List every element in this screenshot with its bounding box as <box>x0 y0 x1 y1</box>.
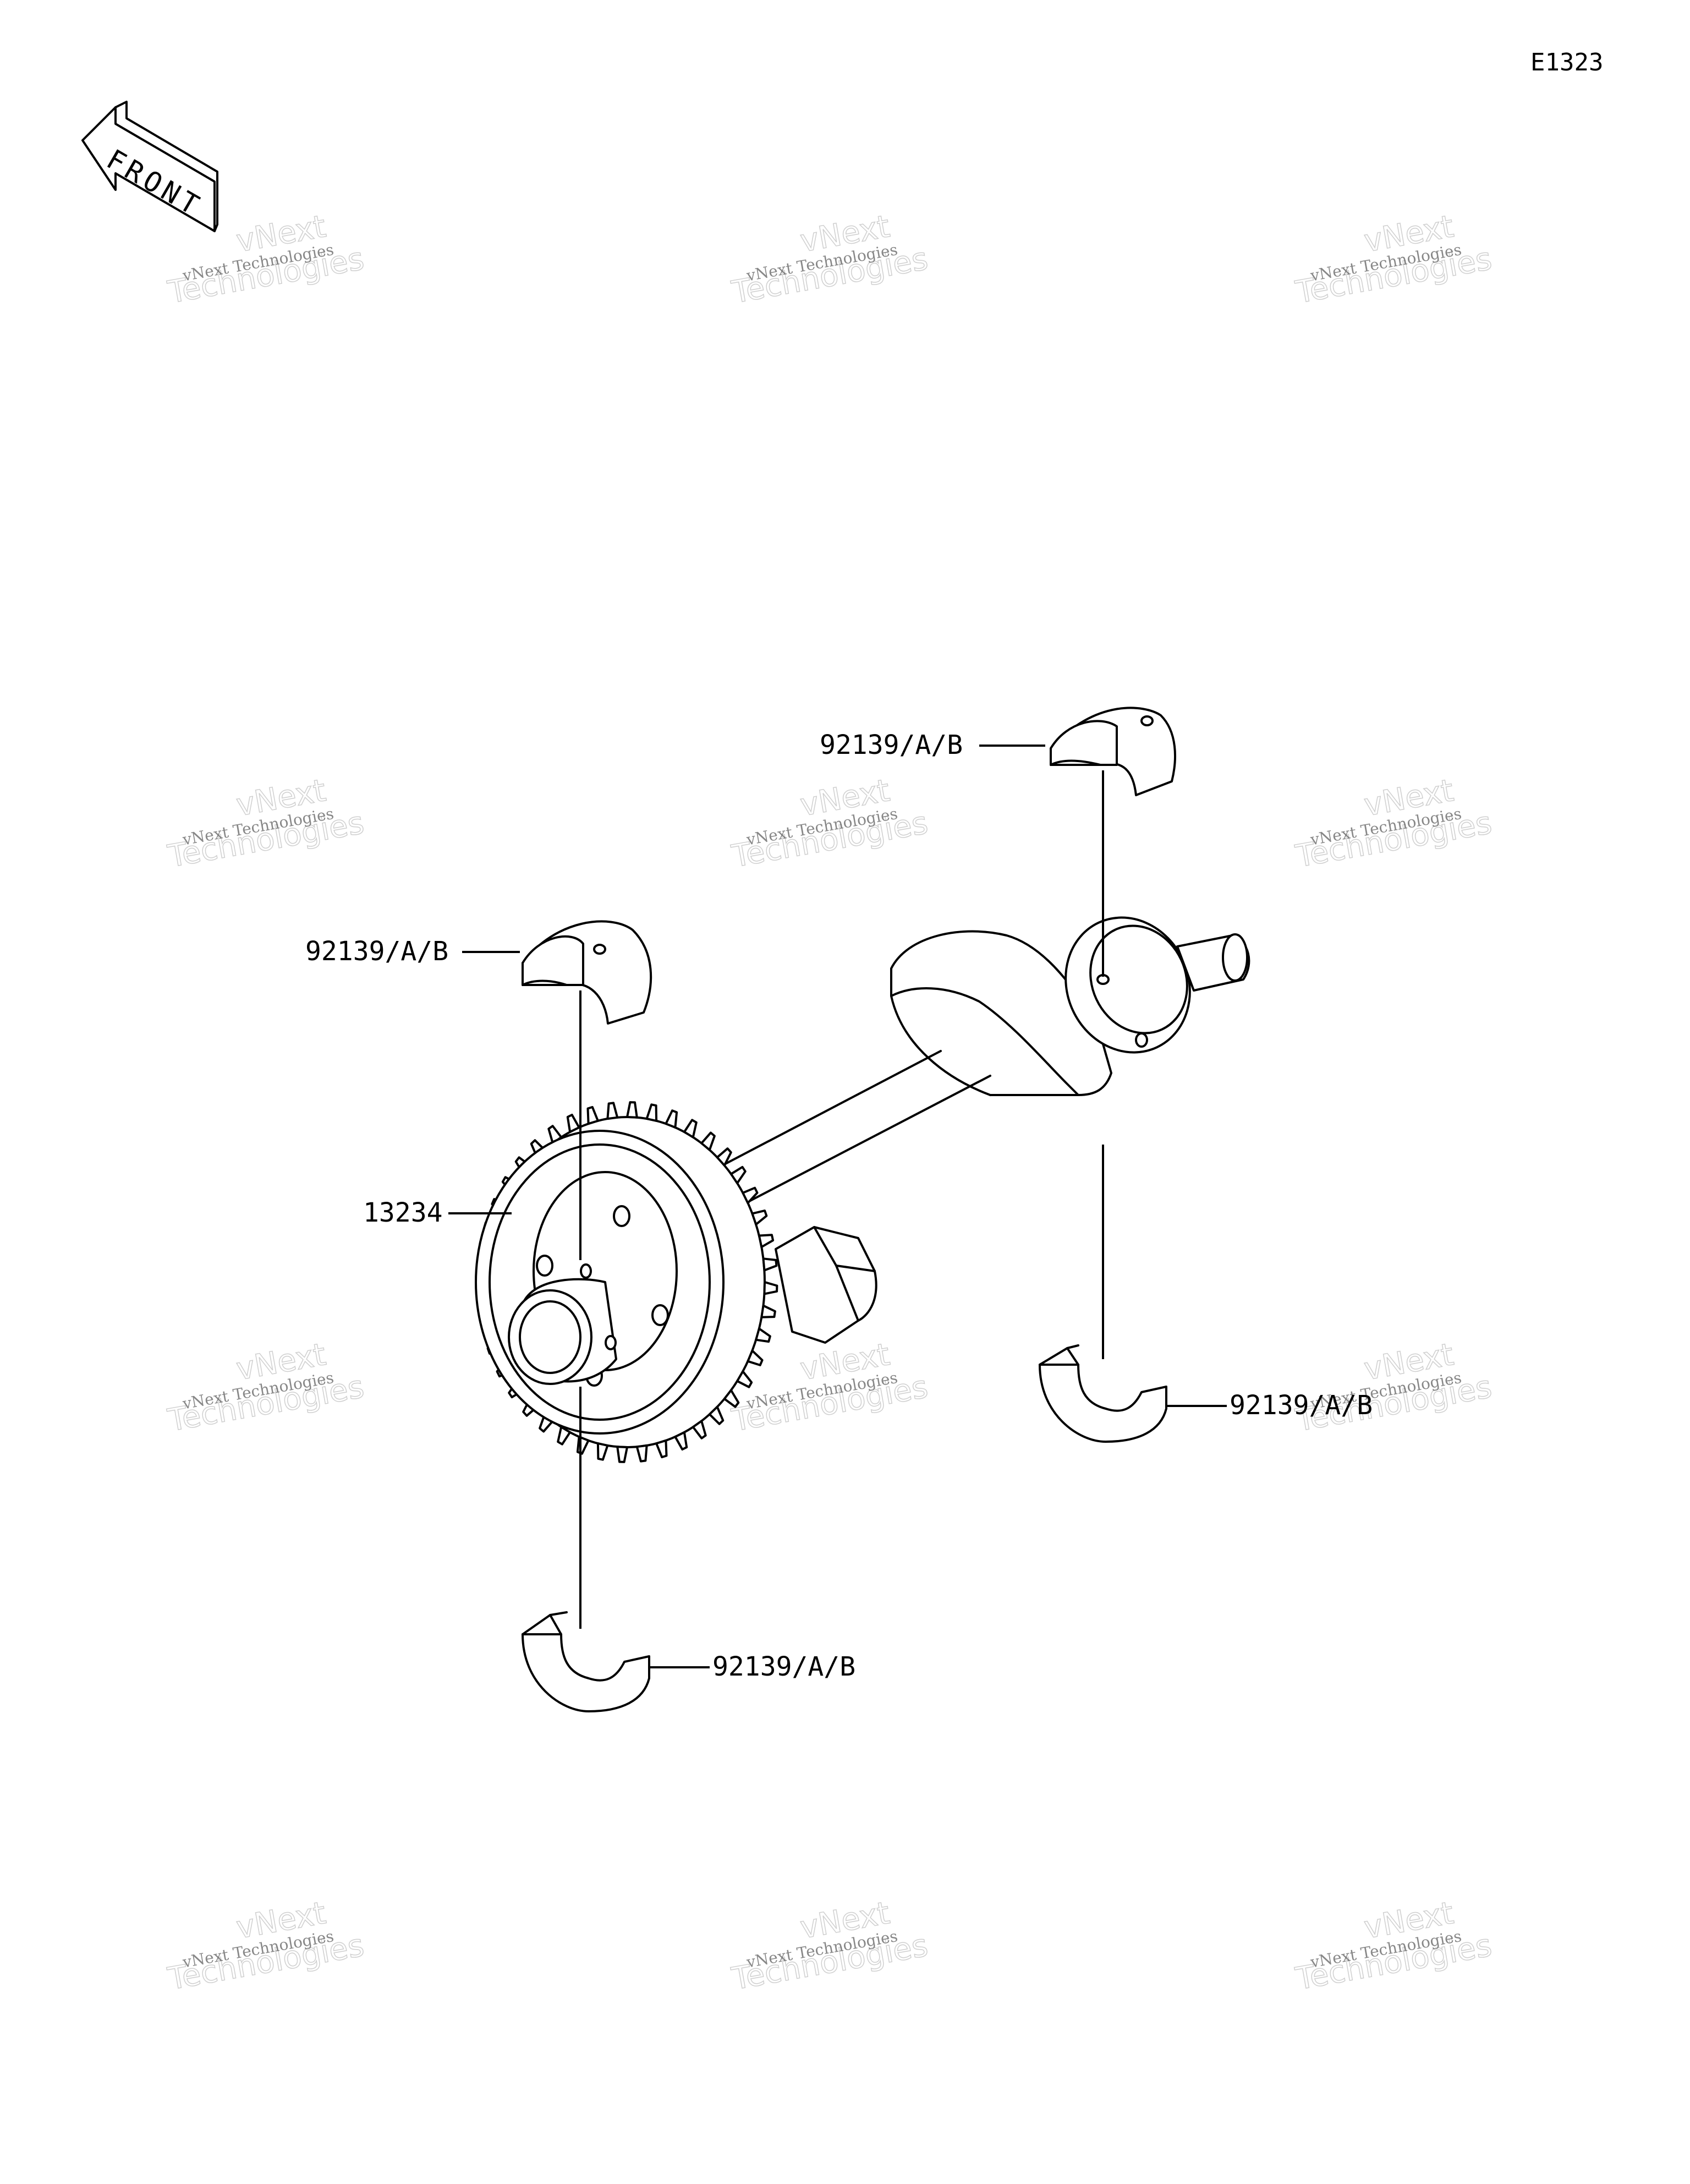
balancer-shaft <box>709 916 1250 1344</box>
gear-tooth <box>736 1370 753 1388</box>
gear-tooth <box>655 1439 668 1459</box>
gear-tooth <box>755 1327 771 1343</box>
gear-tooth <box>729 1165 747 1185</box>
gear-tooth <box>576 1436 590 1455</box>
gear-tooth <box>700 1131 716 1151</box>
gear-tooth <box>763 1281 778 1295</box>
gear-tooth <box>674 1431 688 1450</box>
gear-tooth <box>665 1109 678 1129</box>
bearing-shell-top-right <box>1050 707 1176 796</box>
gear-tooth <box>566 1114 580 1134</box>
balancer-gear <box>475 1101 778 1463</box>
gear-tooth <box>606 1102 619 1120</box>
callout-gear: 13234 <box>363 1197 443 1228</box>
bearing-shell-top-left <box>522 920 652 1025</box>
gear-tooth <box>758 1234 775 1249</box>
gear-tooth <box>708 1405 725 1425</box>
gear-tooth <box>586 1105 599 1125</box>
callout-bearing-bottom-left: 92139/A/B <box>712 1651 855 1682</box>
gear-tooth <box>683 1119 698 1138</box>
callout-bearing-top-right: 92139/A/B <box>820 730 963 760</box>
gear-tooth <box>760 1304 776 1318</box>
callout-bearing-top-left: 92139/A/B <box>305 936 448 967</box>
leader-lines <box>448 745 1227 1668</box>
gear-tooth <box>616 1446 628 1463</box>
bearing-shell-bottom-left <box>522 1611 650 1712</box>
gear-tooth <box>723 1389 740 1408</box>
gear-tooth <box>716 1147 732 1167</box>
gear-tooth <box>645 1103 658 1122</box>
gear-tooth <box>692 1420 707 1439</box>
bearing-shell-bottom-right <box>1039 1344 1167 1443</box>
diagram-code: E1323 <box>1530 48 1603 76</box>
callout-bearing-bottom-right: 92139/A/B <box>1230 1390 1373 1421</box>
front-arrow-icon: FRONT <box>81 101 218 232</box>
gear-tooth <box>751 1209 768 1226</box>
gear-tooth <box>742 1186 759 1205</box>
gear-tooth <box>626 1101 638 1119</box>
gear-tooth <box>635 1444 648 1463</box>
gear-tooth <box>747 1349 764 1366</box>
gear-tooth <box>596 1442 609 1461</box>
gear-tooth <box>762 1257 778 1272</box>
gear-tooth <box>557 1426 572 1446</box>
